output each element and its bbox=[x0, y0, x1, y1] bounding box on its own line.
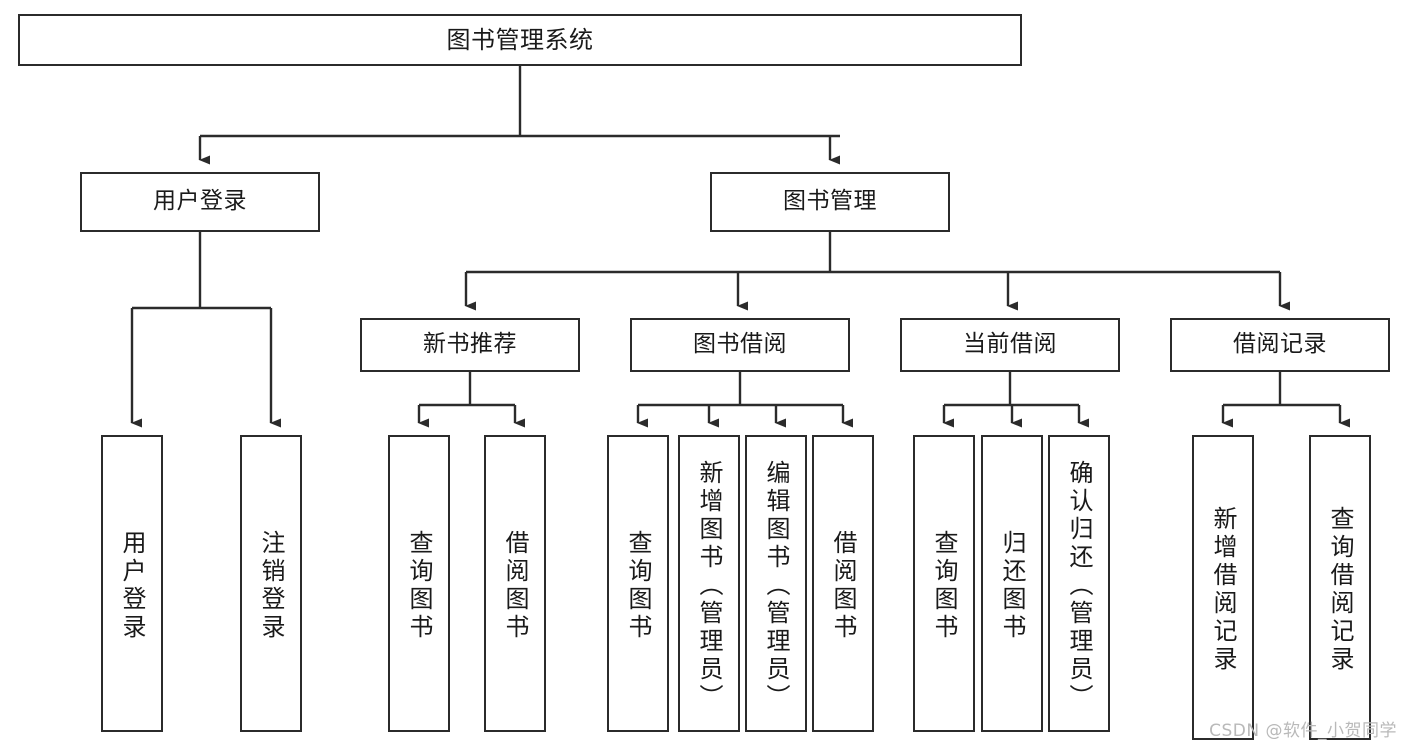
node-label: 查询借阅记录 bbox=[1326, 505, 1354, 674]
leaf-query-book-nbr[interactable]: 查询图书 bbox=[388, 435, 450, 732]
node-book-borrowing[interactable]: 图书借阅 bbox=[630, 318, 850, 372]
node-borrowing-record[interactable]: 借阅记录 bbox=[1170, 318, 1390, 372]
node-label: 当前借阅 bbox=[963, 331, 1057, 358]
node-label: 查询图书 bbox=[624, 529, 652, 642]
node-label: 借阅图书 bbox=[501, 529, 529, 642]
node-label: 归还图书 bbox=[998, 529, 1026, 642]
node-label: 用户登录 bbox=[153, 188, 247, 215]
leaf-return-book[interactable]: 归还图书 bbox=[981, 435, 1043, 732]
leaf-add-book-admin[interactable]: 新增图书（管理员） bbox=[678, 435, 740, 732]
node-root-book-management-system[interactable]: 图书管理系统 bbox=[18, 14, 1022, 66]
leaf-add-borrow-record[interactable]: 新增借阅记录 bbox=[1192, 435, 1254, 740]
node-new-book-recommendation[interactable]: 新书推荐 bbox=[360, 318, 580, 372]
node-label: 图书借阅 bbox=[693, 331, 787, 358]
node-label: 用户登录 bbox=[118, 529, 146, 642]
node-label: 新增借阅记录 bbox=[1209, 505, 1237, 674]
node-current-borrowing[interactable]: 当前借阅 bbox=[900, 318, 1120, 372]
node-label: 查询图书 bbox=[930, 529, 958, 642]
leaf-borrow-book-nbr[interactable]: 借阅图书 bbox=[484, 435, 546, 732]
node-label: 查询图书 bbox=[405, 529, 433, 642]
node-label: 新书推荐 bbox=[423, 331, 517, 358]
node-label: 借阅图书 bbox=[829, 529, 857, 642]
node-label: 编辑图书（管理员） bbox=[762, 459, 790, 712]
leaf-query-book-cb[interactable]: 查询图书 bbox=[913, 435, 975, 732]
leaf-logout-login[interactable]: 注销登录 bbox=[240, 435, 302, 732]
leaf-edit-book-admin[interactable]: 编辑图书（管理员） bbox=[745, 435, 807, 732]
leaf-borrow-book-bb[interactable]: 借阅图书 bbox=[812, 435, 874, 732]
node-label: 新增图书（管理员） bbox=[695, 459, 723, 712]
leaf-query-borrow-record[interactable]: 查询借阅记录 bbox=[1309, 435, 1371, 740]
node-user-login[interactable]: 用户登录 bbox=[80, 172, 320, 232]
node-label: 确认归还（管理员） bbox=[1065, 459, 1093, 712]
node-book-management[interactable]: 图书管理 bbox=[710, 172, 950, 232]
node-label: 图书管理系统 bbox=[446, 25, 594, 54]
leaf-user-login[interactable]: 用户登录 bbox=[101, 435, 163, 732]
node-label: 借阅记录 bbox=[1233, 331, 1327, 358]
csdn-watermark: CSDN @软件_小贺同学 bbox=[1209, 721, 1397, 741]
node-label: 注销登录 bbox=[257, 529, 285, 642]
leaf-confirm-return-admin[interactable]: 确认归还（管理员） bbox=[1048, 435, 1110, 732]
node-label: 图书管理 bbox=[783, 188, 877, 215]
leaf-query-book-bb[interactable]: 查询图书 bbox=[607, 435, 669, 732]
